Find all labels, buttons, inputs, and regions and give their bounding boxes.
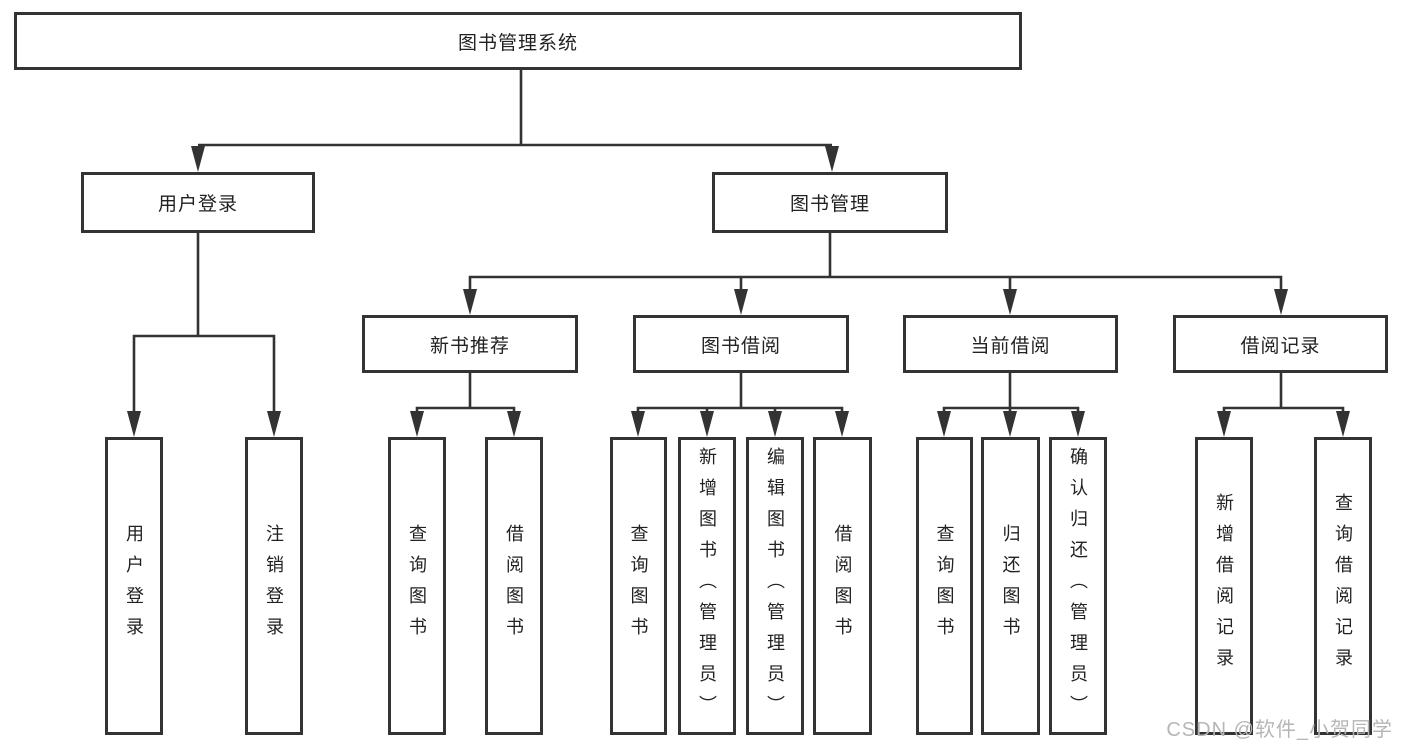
- edges-user-login: [127, 233, 281, 437]
- node-label: 图书借阅: [700, 335, 781, 357]
- node-query-books-borrowing: 查询图书: [610, 437, 667, 735]
- node-borrow-books-borrowing: 借阅图书: [813, 437, 872, 735]
- node-label: 确认归还（管理员）: [1068, 446, 1088, 726]
- node-edit-book-admin: 编辑图书（管理员）: [746, 437, 804, 735]
- node-query-books-current: 查询图书: [916, 437, 973, 735]
- node-label: 查询图书: [628, 524, 649, 648]
- node-borrow-books-recommend: 借阅图书: [485, 437, 543, 735]
- node-label: 注销登录: [264, 524, 284, 648]
- edges-book-borrowing: [631, 373, 849, 437]
- node-label: 用户登录: [124, 524, 144, 648]
- node-label: 归还图书: [1000, 524, 1021, 648]
- node-label: 新增图书（管理员）: [697, 446, 717, 726]
- node-borrowing-records: 借阅记录: [1173, 315, 1388, 373]
- edges-book-management: [463, 233, 1288, 315]
- node-label: 用户登录: [157, 194, 238, 215]
- node-book-borrowing: 图书借阅: [633, 315, 849, 373]
- node-current-borrowing: 当前借阅: [903, 315, 1118, 373]
- node-label: 借阅记录: [1240, 335, 1321, 357]
- node-logout: 注销登录: [245, 437, 303, 735]
- node-book-management: 图书管理: [712, 172, 948, 233]
- edges-current-borrowing: [937, 373, 1085, 437]
- watermark: CSDN @软件_小贺同学: [1166, 719, 1393, 741]
- node-add-borrow-record: 新增借阅记录: [1195, 437, 1253, 735]
- node-label: 查询图书: [934, 524, 955, 648]
- node-query-borrow-record: 查询借阅记录: [1314, 437, 1372, 735]
- node-label: 图书管理: [789, 194, 870, 215]
- node-label: 当前借阅: [970, 335, 1051, 357]
- edges-borrowing-records: [1217, 373, 1350, 437]
- node-label: 查询借阅记录: [1333, 493, 1353, 679]
- node-confirm-return-admin: 确认归还（管理员）: [1049, 437, 1107, 735]
- edges-new-book-recommendation: [410, 373, 521, 437]
- node-label: 查询图书: [407, 524, 427, 648]
- node-label: 编辑图书（管理员）: [765, 446, 785, 726]
- node-label: 借阅图书: [504, 524, 524, 648]
- node-query-books-recommend: 查询图书: [388, 437, 446, 735]
- edges-root: [191, 70, 839, 172]
- node-user-login: 用户登录: [81, 172, 315, 233]
- node-label: 图书管理系统: [457, 32, 578, 54]
- node-new-book-recommendation: 新书推荐: [362, 315, 578, 373]
- node-user-login-leaf: 用户登录: [105, 437, 163, 735]
- node-library-management-system: 图书管理系统: [14, 12, 1022, 70]
- node-return-books: 归还图书: [981, 437, 1040, 735]
- node-label: 新书推荐: [429, 335, 510, 357]
- node-label: 新增借阅记录: [1214, 493, 1234, 679]
- node-add-book-admin: 新增图书（管理员）: [678, 437, 736, 735]
- node-label: 借阅图书: [832, 524, 853, 648]
